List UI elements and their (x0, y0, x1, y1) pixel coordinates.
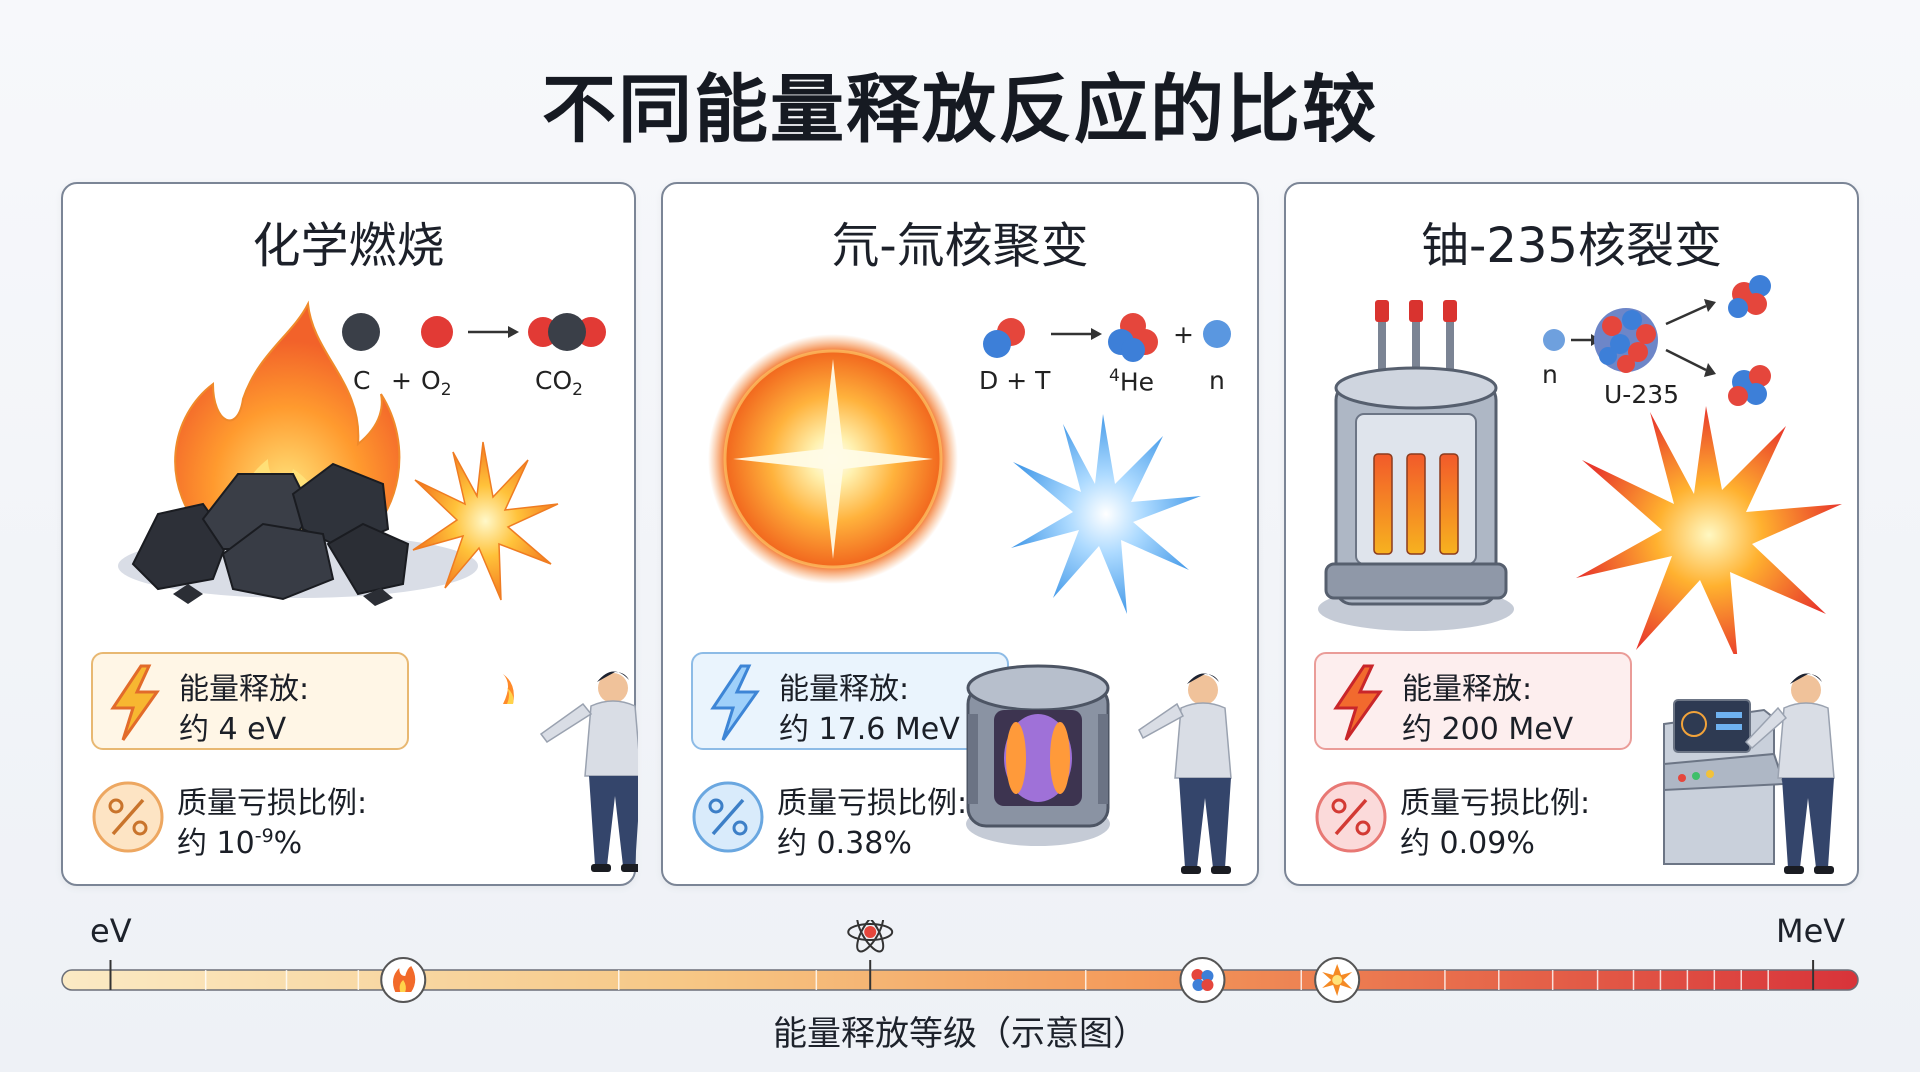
formula-molecules (983, 313, 1231, 362)
scale-markers (380, 920, 1361, 1003)
energy-box: 能量释放: 约 4 eV (91, 652, 409, 750)
explosion-icon (1576, 406, 1842, 654)
fusion-illustration (708, 313, 1231, 614)
panel-u235-fission: 铀-235核裂变 (1284, 182, 1859, 886)
percent-icon (1315, 781, 1387, 853)
energy-value: 约 4 eV (179, 712, 287, 747)
scale-track (61, 969, 1859, 991)
mass-value: 约 0.38% (777, 826, 912, 861)
page-title: 不同能量释放反应的比较 (542, 67, 1378, 153)
scientist-figure (1744, 673, 1835, 874)
formula-he4: 4He (1109, 366, 1155, 397)
star-plasma-icon (708, 334, 958, 584)
combustion-illustration (118, 300, 606, 606)
reactor-icon (1318, 300, 1514, 631)
mass-value: 约 0.09% (1400, 826, 1535, 861)
mass-label: 质量亏损比例: (177, 786, 368, 821)
energy-box: 能量释放: 约 17.6 MeV (691, 652, 1009, 750)
lightning-icon (710, 664, 760, 741)
fission-illustration (1318, 275, 1842, 654)
formula-o2: O2 (421, 366, 452, 400)
formula-neutron: n (1542, 360, 1558, 389)
panel-chemical-combustion: 化学燃烧 (61, 182, 638, 886)
nucleus-icon (1179, 957, 1226, 1003)
scientist-figure (503, 671, 638, 872)
energy-scale-bar (61, 920, 1859, 1003)
formula-c: C (353, 366, 371, 395)
lightning-icon (110, 664, 160, 741)
control-console-icon (1663, 699, 1786, 865)
energy-box: 能量释放: 约 200 MeV (1314, 652, 1632, 750)
formula-co2: CO2 (535, 366, 583, 400)
mass-label: 质量亏损比例: (1400, 786, 1591, 821)
formula-molecules (342, 313, 606, 351)
percent-icon (92, 781, 164, 853)
fission-nuclei (1543, 275, 1771, 406)
panel-dt-fusion: 氘-氚核聚变 (661, 182, 1259, 886)
scientist-figure (1138, 673, 1232, 874)
scale-caption: 能量释放等级（示意图） (773, 1014, 1147, 1054)
energy-label: 能量释放: (779, 672, 910, 707)
flame-icon (380, 957, 427, 1003)
percent-icon (692, 781, 764, 853)
formula-neutron: n (1209, 366, 1225, 395)
scale-left-label: eV (90, 912, 132, 950)
scale-right-label: MeV (1776, 912, 1846, 950)
tokamak-scientist (966, 664, 1232, 874)
formula-dt: D + T (979, 366, 1051, 395)
energy-value: 约 17.6 MeV (779, 712, 960, 747)
explosion-icon (1314, 957, 1361, 1003)
panel-title: 化学燃烧 (252, 218, 445, 274)
tokamak-icon (966, 664, 1110, 846)
mass-label: 质量亏损比例: (777, 786, 968, 821)
scale-ticks (109, 960, 1815, 990)
blue-burst-icon (1011, 414, 1201, 614)
coal-pile (118, 462, 478, 606)
mass-defect-row: 质量亏损比例: 约 0.38% (691, 772, 1031, 862)
mass-defect-row: 质量亏损比例: 约 10-9% (91, 772, 431, 862)
panel-title: 氘-氚核聚变 (831, 218, 1089, 274)
mass-value: 约 10-9% (177, 825, 303, 861)
energy-label: 能量释放: (179, 672, 310, 707)
formula-plus: + (391, 366, 412, 395)
atom-icon (847, 920, 894, 953)
energy-value: 约 200 MeV (1402, 712, 1574, 747)
formula-plus: + (1173, 320, 1194, 349)
lightning-icon (1333, 664, 1383, 741)
burst-icon (412, 441, 559, 601)
mass-defect-row: 质量亏损比例: 约 0.09% (1314, 772, 1654, 862)
formula-u235: U-235 (1604, 380, 1680, 409)
energy-label: 能量释放: (1402, 672, 1533, 707)
control-console-scientist (1663, 673, 1835, 874)
panel-title: 铀-235核裂变 (1421, 218, 1722, 274)
